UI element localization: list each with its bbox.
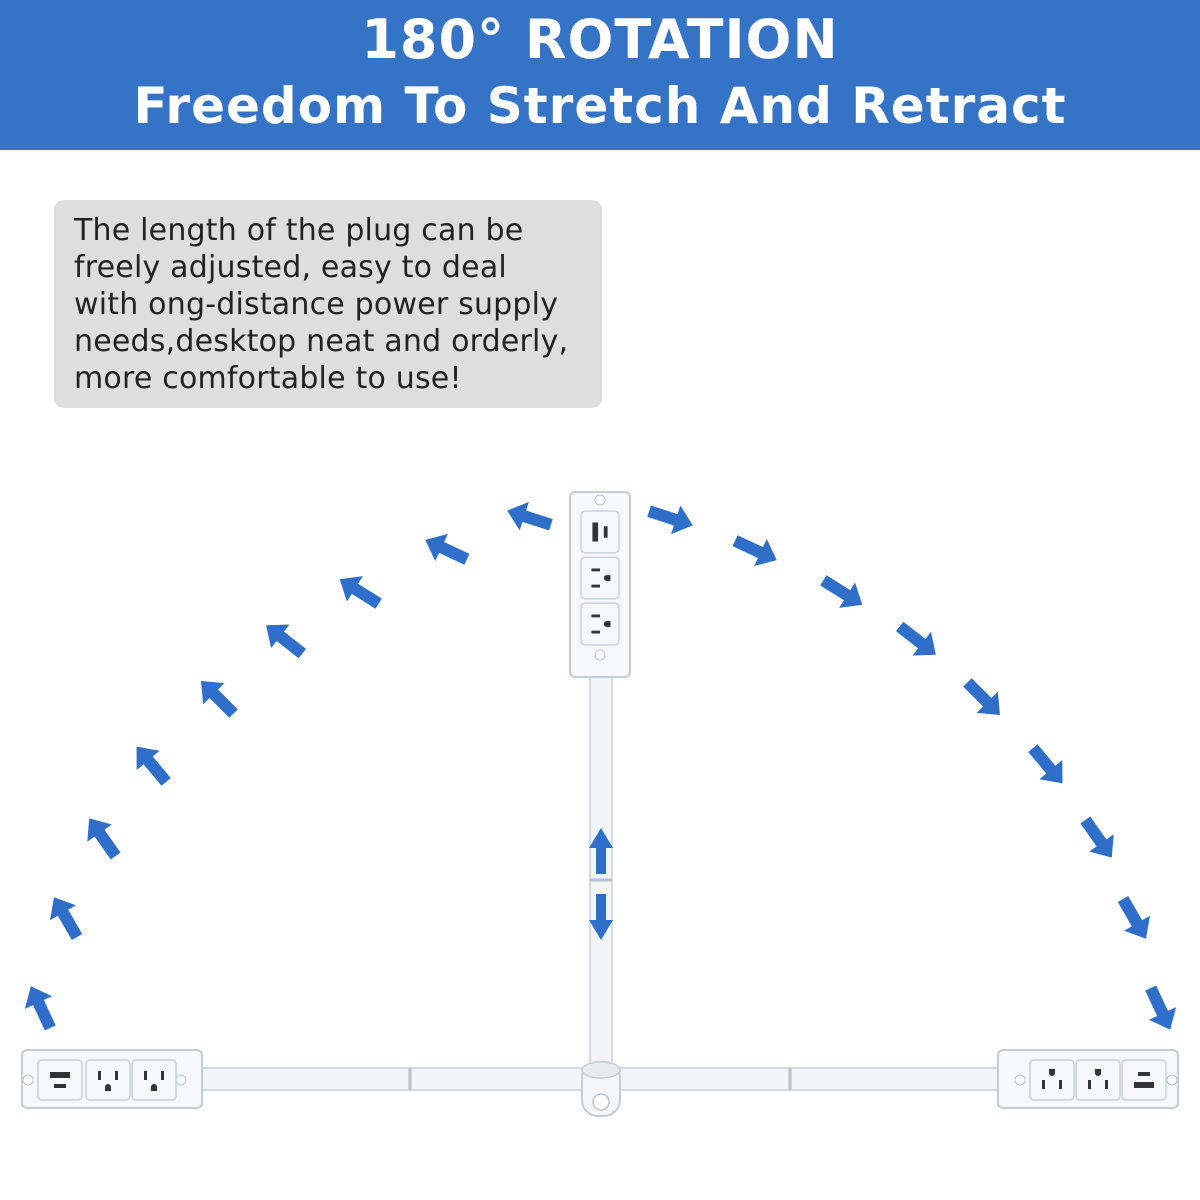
- description-line: The length of the plug can be: [74, 213, 524, 248]
- arrow-icon: [815, 567, 871, 618]
- arrow-icon: [190, 670, 245, 725]
- arrow-icon: [502, 496, 556, 540]
- arrow-icon: [1110, 891, 1159, 947]
- arrow-icon: [17, 979, 64, 1035]
- rotation-arrows-left: [17, 496, 556, 1035]
- description-box: The length of the plug can be freely adj…: [54, 200, 602, 408]
- arrow-icon: [1021, 738, 1074, 794]
- description-line: with ong-distance power supply: [74, 287, 559, 322]
- telescoping-arrow-icon: [589, 828, 613, 940]
- usb-port-icon: [37, 1059, 83, 1101]
- header-banner: 180° ROTATION Freedom To Stretch And Ret…: [0, 0, 1200, 150]
- vertical-arm: [589, 674, 613, 1076]
- ac-outlet-icon: [1075, 1059, 1121, 1101]
- arrow-icon: [1137, 981, 1184, 1037]
- arrow-icon: [728, 527, 784, 574]
- usb-port-icon: [580, 510, 620, 554]
- arrow-icon: [956, 671, 1011, 726]
- usb-port-icon: [1121, 1059, 1167, 1101]
- ac-outlet-icon: [580, 602, 620, 646]
- arrow-icon: [890, 614, 946, 667]
- arrow-icon: [1073, 811, 1125, 867]
- arrow-icon: [256, 613, 312, 666]
- arrow-icon: [41, 889, 90, 945]
- description-line: needs,desktop neat and orderly,: [74, 324, 569, 359]
- description-line: more comfortable to use!: [74, 361, 462, 396]
- arrow-icon: [418, 526, 474, 573]
- arrow-icon: [331, 566, 387, 617]
- power-strip-left: [21, 1049, 203, 1109]
- arrow-icon: [125, 736, 178, 792]
- banner-title: 180° ROTATION: [361, 8, 839, 71]
- ac-outlet-icon: [85, 1059, 131, 1101]
- pivot-hinge: [581, 1061, 621, 1117]
- description-line: freely adjusted, easy to deal: [74, 250, 507, 285]
- ac-outlet-icon: [580, 556, 620, 600]
- power-strip-vertical: [569, 491, 631, 678]
- arrow-icon: [76, 809, 128, 865]
- ac-outlet-icon: [131, 1059, 177, 1101]
- banner-subtitle: Freedom To Stretch And Retract: [133, 77, 1067, 135]
- rotation-arrows-right: [644, 496, 1184, 1037]
- arrow-icon: [644, 496, 698, 540]
- ac-outlet-icon: [1029, 1059, 1075, 1101]
- power-strip-right: [997, 1049, 1179, 1109]
